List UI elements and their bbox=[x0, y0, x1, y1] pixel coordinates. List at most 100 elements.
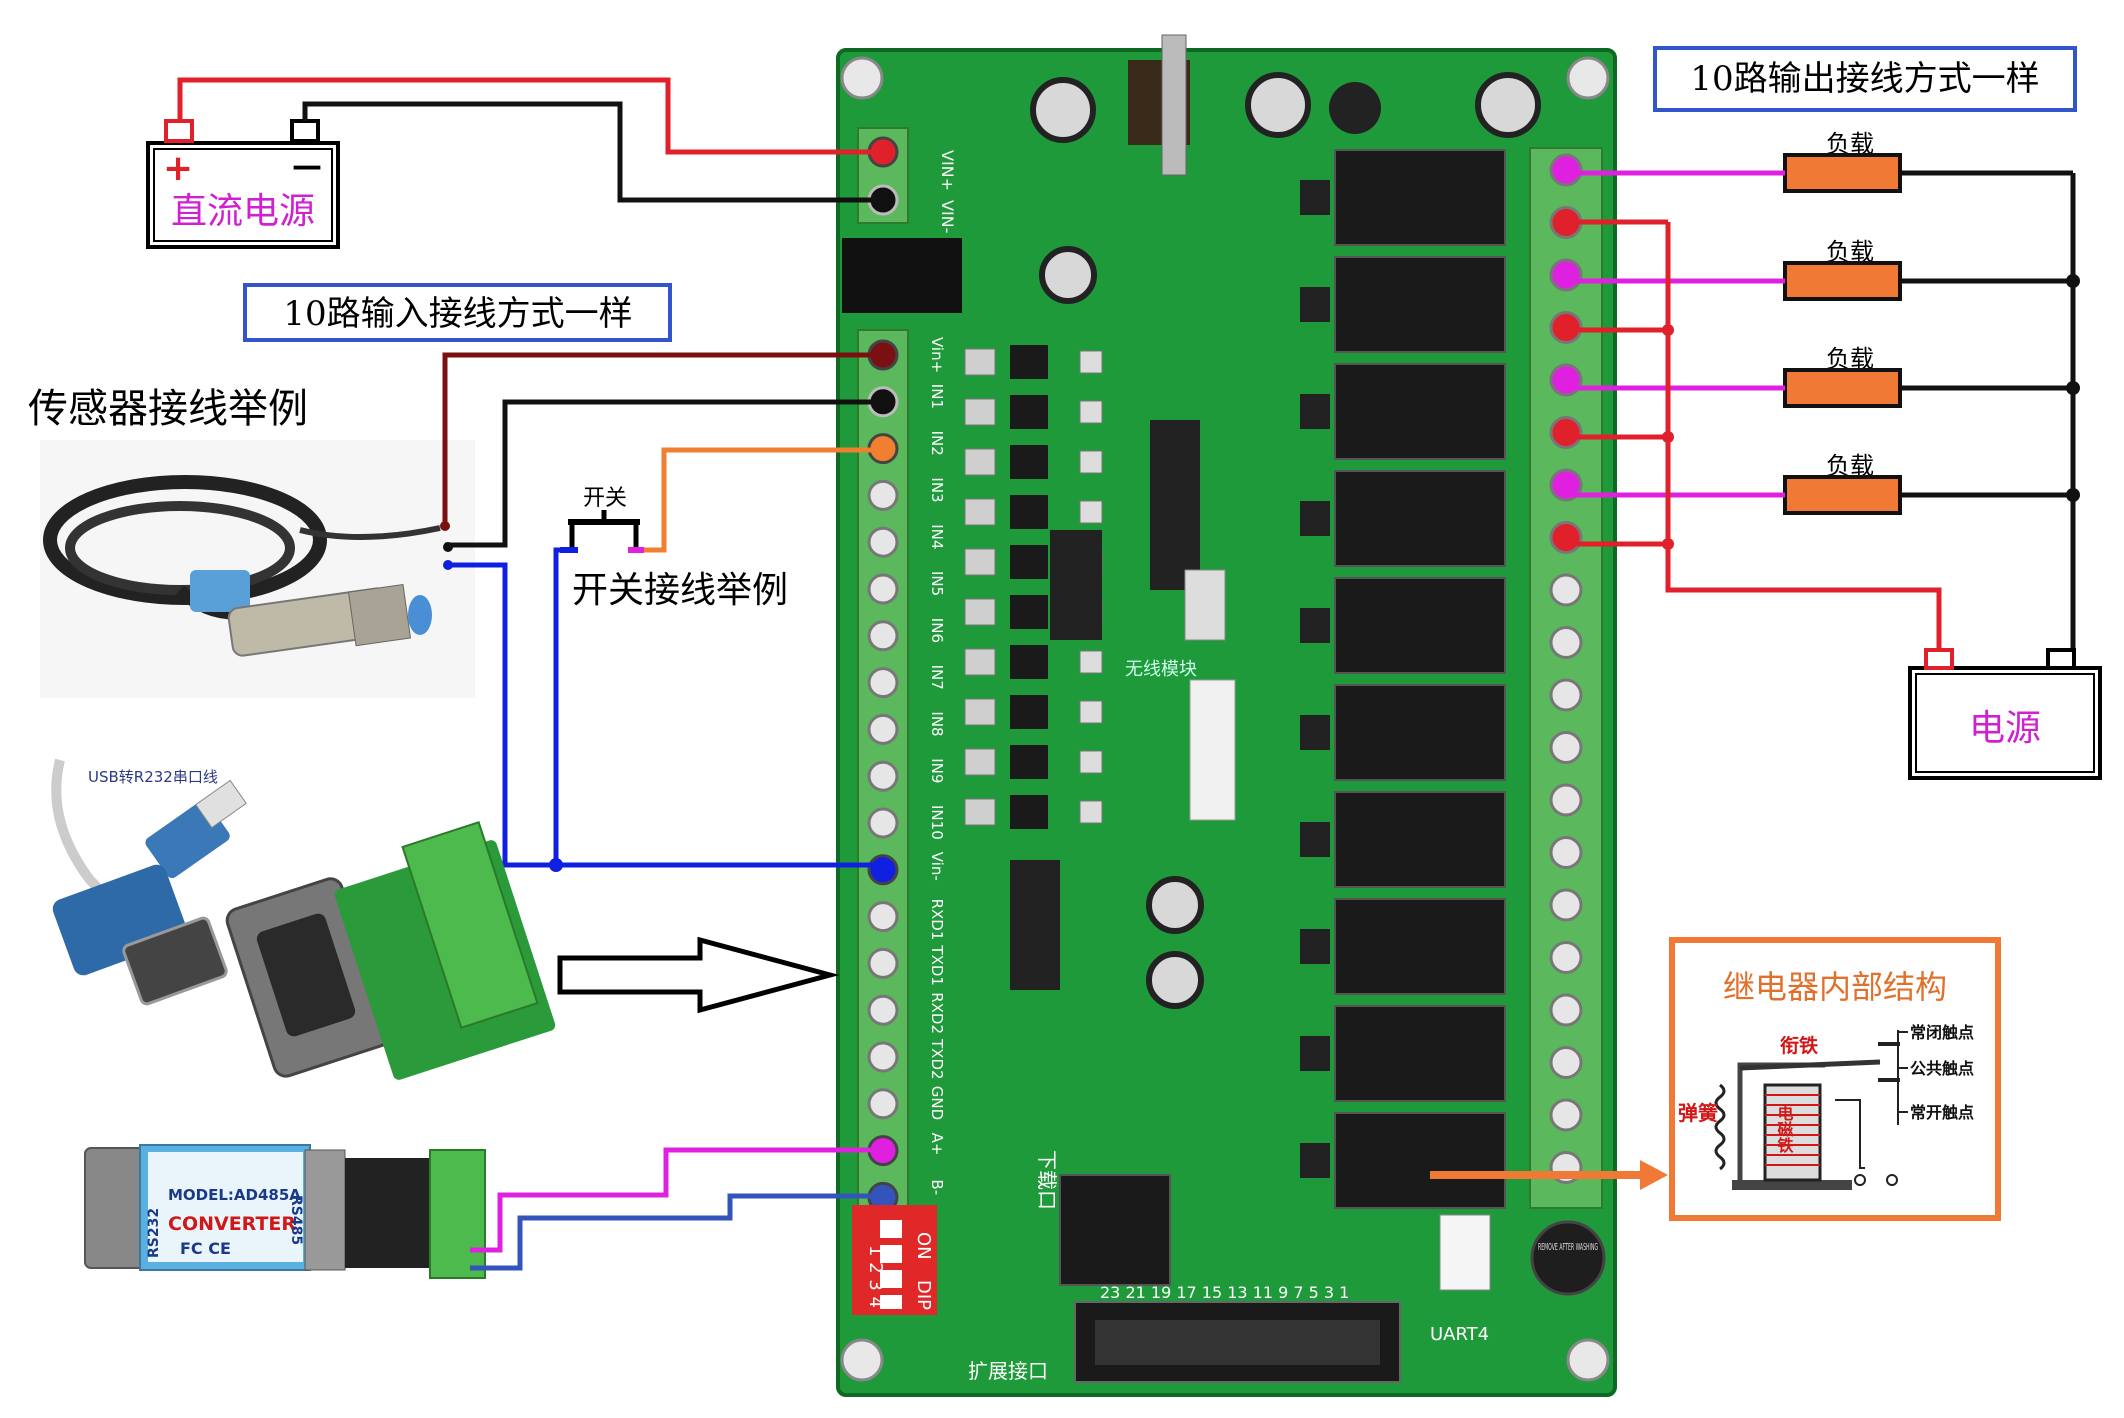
output-note-box bbox=[1653, 46, 2077, 112]
converter-rs485: RS485 bbox=[288, 1195, 304, 1245]
sensor-lead bbox=[299, 525, 441, 540]
relay-driver bbox=[1300, 929, 1330, 964]
output-terminal-screw bbox=[1549, 626, 1583, 659]
mount-hole bbox=[840, 1338, 884, 1382]
red-wire-vin-plus bbox=[177, 77, 883, 155]
coil-terminal bbox=[1854, 1174, 1866, 1186]
relay-base bbox=[1732, 1180, 1852, 1190]
optocoupler bbox=[1010, 745, 1048, 779]
wire-joint bbox=[440, 521, 450, 531]
input-pin-label: IN8 bbox=[928, 711, 946, 736]
sensor-photo-bg bbox=[40, 440, 475, 698]
resistor bbox=[964, 498, 996, 526]
brown-wire-sensor-vin bbox=[442, 352, 883, 526]
load-resistor bbox=[1783, 153, 1902, 193]
output-terminal-screw bbox=[1549, 888, 1583, 922]
converter-db9-end bbox=[84, 1147, 146, 1269]
led bbox=[1079, 750, 1103, 774]
wire-joint bbox=[443, 560, 453, 570]
led bbox=[1079, 500, 1103, 524]
input-pin-label: TXD2 bbox=[928, 1038, 946, 1080]
coil-terminal bbox=[1886, 1174, 1898, 1186]
led bbox=[1079, 450, 1103, 474]
input-pin-label: Vin- bbox=[928, 852, 946, 881]
relay-driver bbox=[1300, 180, 1330, 215]
relay-driver bbox=[1300, 394, 1330, 429]
input-pin-label: IN1 bbox=[928, 384, 946, 409]
resistor bbox=[964, 648, 996, 676]
converter-adapter bbox=[345, 1158, 435, 1268]
battery-inner bbox=[153, 148, 333, 242]
input-pin-label: A+ bbox=[928, 1133, 946, 1156]
magenta-wire-a-plus bbox=[470, 1147, 883, 1253]
relay bbox=[1334, 684, 1506, 781]
relay bbox=[1334, 363, 1506, 460]
relay-driver bbox=[1300, 822, 1330, 857]
relay bbox=[1334, 149, 1506, 246]
battery-plus-terminal bbox=[164, 119, 194, 143]
output-terminal-screw bbox=[1549, 1046, 1583, 1079]
output-note: 10路输出接线方式一样 bbox=[1690, 59, 2039, 99]
optocoupler bbox=[1010, 395, 1048, 429]
capacitor bbox=[1146, 876, 1204, 934]
resistor bbox=[964, 448, 996, 476]
input-pin-label: IN3 bbox=[928, 477, 946, 502]
relay-inset-box bbox=[1669, 937, 2001, 1221]
converter-terminal bbox=[429, 1149, 486, 1279]
input-pin-label: IN10 bbox=[928, 805, 946, 840]
header-pin-numbers: 23 21 19 17 15 13 11 9 7 5 3 1 bbox=[1100, 1283, 1349, 1302]
capacitor bbox=[1475, 72, 1541, 138]
push-switch: 开关 开关接线举例 bbox=[560, 486, 788, 611]
input-pin-label: IN7 bbox=[928, 665, 946, 690]
relay bbox=[1334, 470, 1506, 567]
dip-lever bbox=[880, 1270, 902, 1288]
input-pin-label: IN6 bbox=[928, 618, 946, 643]
adapter-terminal bbox=[401, 821, 539, 1029]
input-terminal-screw bbox=[867, 901, 899, 933]
usb-rs232-cable: USB转R232串口线 bbox=[51, 758, 247, 1006]
db9-face bbox=[256, 913, 356, 1037]
relay bbox=[1334, 791, 1506, 888]
converter-name: CONVERTER bbox=[168, 1213, 296, 1235]
relay-column bbox=[1300, 149, 1506, 1209]
power-label: 电源 bbox=[1969, 708, 2041, 749]
output-terminal-screw bbox=[1549, 153, 1583, 187]
input-pin-label: RXD2 bbox=[928, 992, 946, 1034]
download-label: 下载口 bbox=[1035, 1150, 1059, 1210]
load-resistor bbox=[1783, 368, 1902, 408]
relay-driver bbox=[1300, 1143, 1330, 1178]
rs232-rs485-converter: MODEL:AD485A CONVERTER FC CE RS232 RS485 bbox=[84, 1144, 486, 1279]
common-contact-label: 公共触点 bbox=[1910, 1059, 1974, 1078]
converter-marks: FC CE bbox=[180, 1239, 231, 1258]
input-terminal-screw bbox=[867, 573, 899, 605]
input-note: 10路输入接线方式一样 bbox=[283, 294, 632, 334]
resistor bbox=[964, 398, 996, 426]
switch-example-label: 开关接线举例 bbox=[572, 570, 788, 611]
load-power-source: 电源 bbox=[1908, 648, 2102, 780]
converter-db9-out bbox=[304, 1149, 346, 1271]
dip-numbers: 1 2 3 4 bbox=[865, 1245, 886, 1308]
led bbox=[1079, 350, 1103, 374]
output-terminal-screw bbox=[1549, 1098, 1583, 1132]
expansion-label: 扩展接口 bbox=[968, 1359, 1048, 1383]
sensor-nut bbox=[347, 583, 412, 647]
optocoupler bbox=[1010, 695, 1048, 729]
output-terminal-screw bbox=[1549, 258, 1583, 292]
dc-power-source: + — 直流电源 bbox=[146, 119, 340, 249]
relay bbox=[1334, 1005, 1506, 1102]
input-terminal-screw bbox=[867, 667, 899, 699]
switch-label: 开关 bbox=[583, 486, 627, 511]
header-slot bbox=[1095, 1320, 1380, 1365]
led bbox=[1079, 700, 1103, 724]
battery-body bbox=[146, 141, 340, 249]
output-terminal-screw bbox=[1549, 731, 1583, 764]
converter-rs232: RS232 bbox=[146, 1208, 162, 1258]
optocoupler bbox=[1010, 795, 1048, 829]
minus-sign: — bbox=[292, 149, 322, 184]
relay-driver bbox=[1300, 715, 1330, 750]
mcu-chip bbox=[1059, 1174, 1171, 1286]
relay bbox=[1334, 1112, 1506, 1209]
output-terminal-screw bbox=[1549, 678, 1583, 712]
led bbox=[1079, 650, 1103, 674]
